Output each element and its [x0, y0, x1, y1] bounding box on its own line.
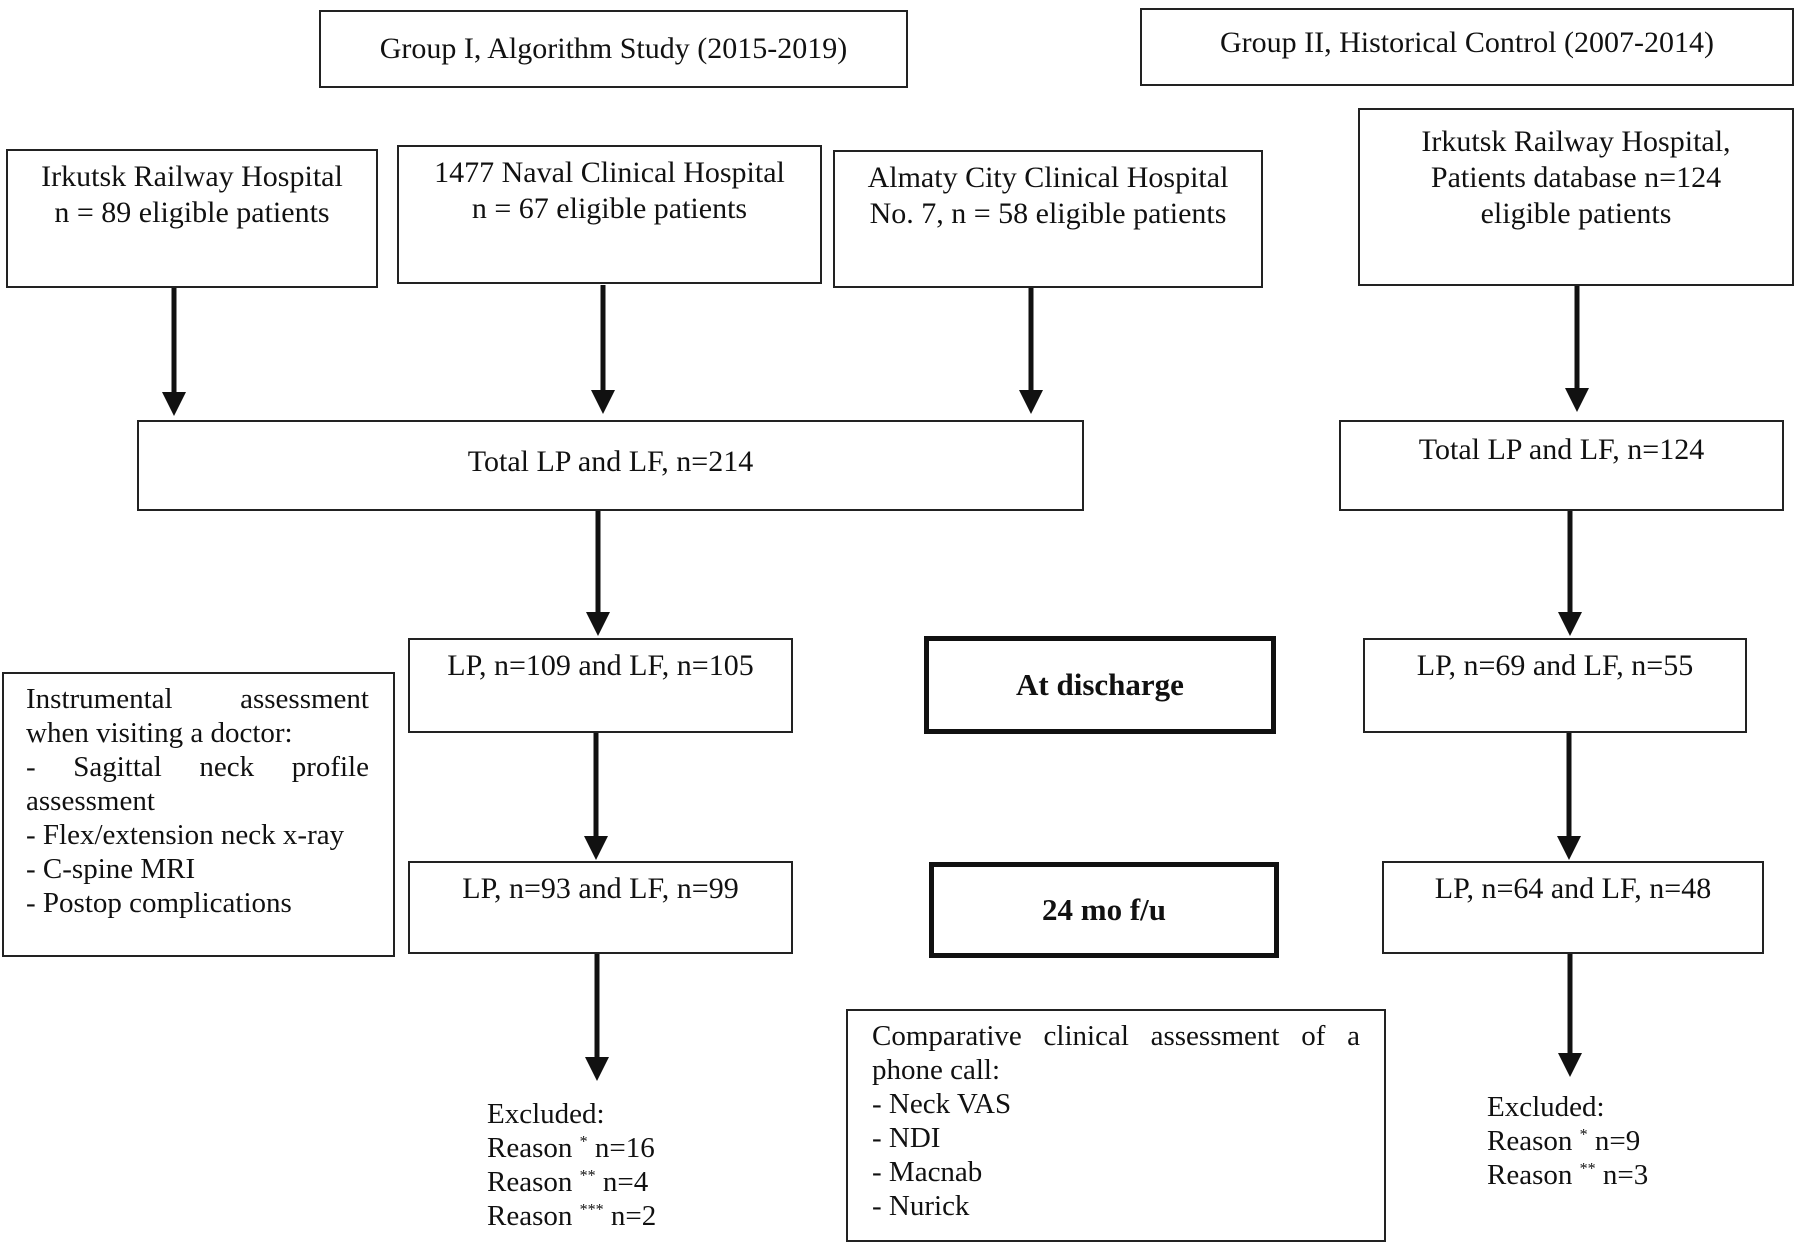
excluded-row: Reason *** n=2: [487, 1199, 656, 1233]
group1-header: Group I, Algorithm Study (2015-2019): [319, 10, 908, 88]
source-irkutsk-line1: Irkutsk Railway Hospital: [41, 160, 343, 193]
excluded-reason-value: n=9: [1594, 1125, 1641, 1157]
excluded-reason-value: n=16: [594, 1132, 655, 1164]
excluded-group2-title: Excluded:: [1487, 1091, 1605, 1123]
comparative-heading-line1: Comparative clinical assessment of a: [872, 1020, 1360, 1052]
instrumental-heading-line2: when visiting a doctor:: [26, 717, 293, 749]
discharge-group2: LP, n=69 and LF, n=55: [1363, 638, 1747, 733]
comparative-item: - Nurick: [872, 1190, 970, 1222]
total-group1: Total LP and LF, n=214: [137, 420, 1084, 511]
discharge-group1-text: LP, n=109 and LF, n=105: [447, 649, 754, 682]
source-db-line2: Patients database n=124: [1430, 161, 1722, 194]
excluded-reason-value: n=3: [1602, 1159, 1649, 1191]
excluded-reason-value: n=4: [602, 1166, 649, 1198]
group2-header: Group II, Historical Control (2007-2014): [1140, 8, 1794, 86]
comparative-assessment-box: Comparative clinical assessment of a pho…: [846, 1009, 1386, 1242]
total-group2-text: Total LP and LF, n=124: [1418, 433, 1705, 466]
at-discharge-label: At discharge: [924, 636, 1276, 734]
excluded-row: Reason * n=9: [1487, 1124, 1648, 1158]
excluded-reason-label: Reason: [1487, 1159, 1573, 1191]
total-group2: Total LP and LF, n=124: [1339, 420, 1784, 511]
total-group1-text: Total LP and LF, n=214: [467, 444, 754, 478]
excluded-row: Reason ** n=3: [1487, 1158, 1648, 1192]
instrumental-item: - Postop complications: [26, 887, 292, 919]
excluded-reason-mark: *: [579, 1133, 588, 1151]
excluded-group1-title: Excluded:: [487, 1098, 605, 1130]
comparative-item: - Neck VAS: [872, 1088, 1012, 1120]
group1-title: Group I, Algorithm Study (2015-2019): [379, 32, 848, 65]
comparative-item: - Macnab: [872, 1156, 983, 1188]
at-discharge-text: At discharge: [1016, 667, 1184, 702]
followup-group2: LP, n=64 and LF, n=48: [1382, 861, 1764, 954]
instrumental-assessment-box: Instrumental assessment when visiting a …: [2, 672, 395, 957]
instrumental-item: assessment: [26, 785, 155, 817]
comparative-heading-line2: phone call:: [872, 1054, 1001, 1086]
source-db-line3: eligible patients: [1480, 197, 1672, 230]
group2-title: Group II, Historical Control (2007-2014): [1219, 26, 1715, 59]
source-irkutsk-line2: n = 89 eligible patients: [54, 196, 330, 229]
source-db-line1: Irkutsk Railway Hospital,: [1421, 125, 1731, 158]
excluded-row: Reason ** n=4: [487, 1165, 656, 1199]
source-almaty-line1: Almaty City Clinical Hospital: [867, 161, 1229, 194]
instrumental-heading-line1: Instrumental assessment: [26, 683, 369, 715]
excluded-reason-mark: **: [1579, 1160, 1596, 1178]
excluded-reason-value: n=2: [610, 1200, 657, 1232]
source-naval: 1477 Naval Clinical Hospital n = 67 elig…: [397, 145, 822, 284]
excluded-reason-mark: *: [1579, 1126, 1588, 1144]
excluded-group2: Excluded: Reason * n=9 Reason ** n=3: [1487, 1090, 1648, 1192]
source-irkutsk-database: Irkutsk Railway Hospital, Patients datab…: [1358, 108, 1794, 286]
excluded-group1: Excluded: Reason * n=16 Reason ** n=4 Re…: [487, 1097, 656, 1233]
instrumental-item: - Flex/extension neck x-ray: [26, 819, 345, 851]
followup-group2-text: LP, n=64 and LF, n=48: [1434, 872, 1712, 905]
instrumental-item: - C-spine MRI: [26, 853, 196, 885]
comparative-item: - NDI: [872, 1122, 941, 1154]
followup-24mo-label: 24 mo f/u: [929, 862, 1279, 958]
source-naval-line2: n = 67 eligible patients: [471, 192, 748, 225]
followup-group1-text: LP, n=93 and LF, n=99: [462, 872, 739, 905]
source-naval-line1: 1477 Naval Clinical Hospital: [434, 156, 785, 189]
excluded-reason-label: Reason: [1487, 1125, 1573, 1157]
source-almaty-line2: No. 7, n = 58 eligible patients: [869, 197, 1227, 230]
discharge-group1: LP, n=109 and LF, n=105: [408, 638, 793, 733]
excluded-reason-label: Reason: [487, 1200, 573, 1232]
followup-24mo-text: 24 mo f/u: [1042, 892, 1166, 927]
excluded-reason-label: Reason: [487, 1132, 573, 1164]
excluded-row: Reason * n=16: [487, 1131, 656, 1165]
excluded-reason-label: Reason: [487, 1166, 573, 1198]
followup-group1: LP, n=93 and LF, n=99: [408, 861, 793, 954]
instrumental-item: - Sagittal neck profile: [26, 751, 369, 783]
discharge-group2-text: LP, n=69 and LF, n=55: [1416, 649, 1694, 682]
source-irkutsk: Irkutsk Railway Hospital n = 89 eligible…: [6, 149, 378, 288]
excluded-reason-mark: ***: [579, 1201, 604, 1219]
source-almaty: Almaty City Clinical Hospital No. 7, n =…: [833, 150, 1263, 288]
excluded-reason-mark: **: [579, 1167, 596, 1185]
